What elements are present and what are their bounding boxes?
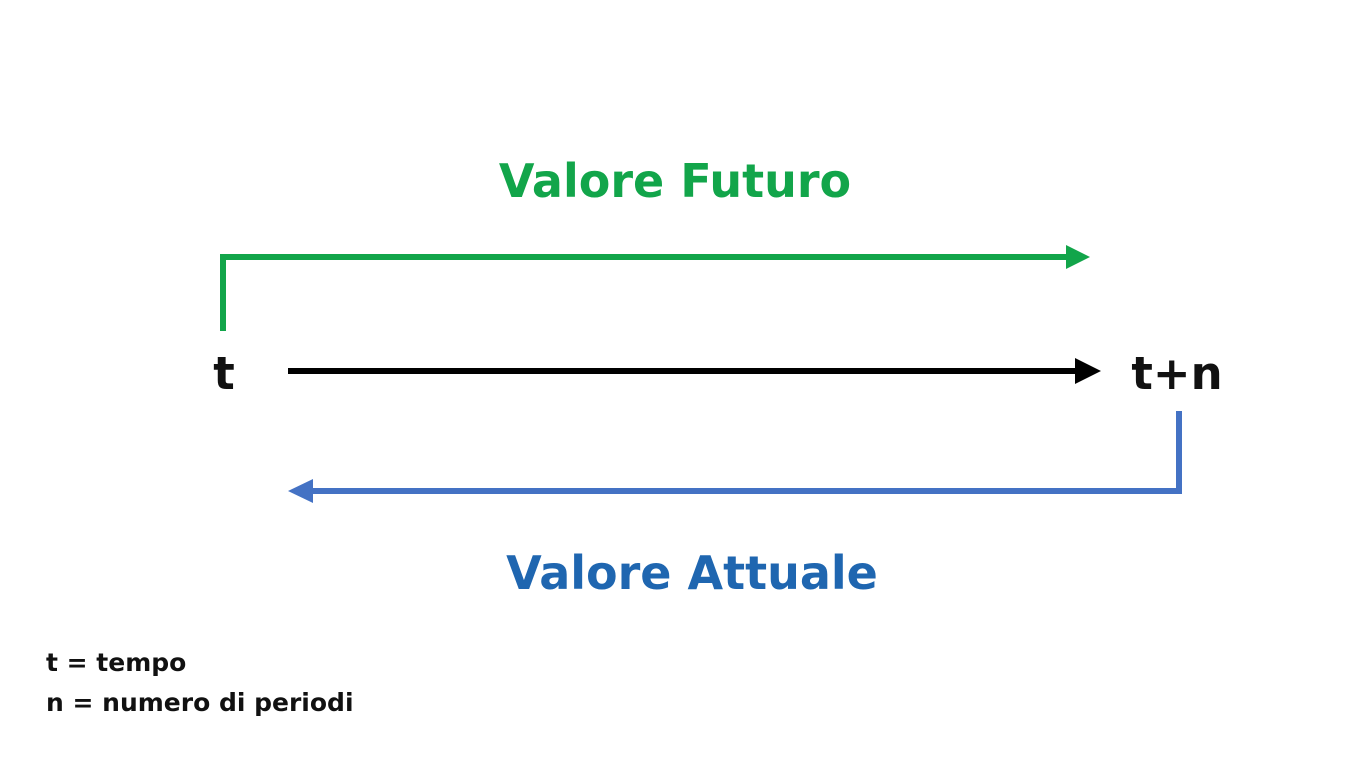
present-value-arrow [288,411,1182,503]
start-time-label: t [213,347,235,400]
future-value-label: Valore Futuro [499,154,851,208]
legend: t = tempo n = numero di periodi [46,643,354,723]
present-value-label: Valore Attuale [506,546,878,600]
end-time-label: t+n [1131,347,1222,400]
legend-item-time: t = tempo [46,648,187,677]
legend-item-periods: n = numero di periodi [46,688,354,717]
timeline-arrow [288,358,1101,384]
future-value-arrow [220,245,1090,331]
